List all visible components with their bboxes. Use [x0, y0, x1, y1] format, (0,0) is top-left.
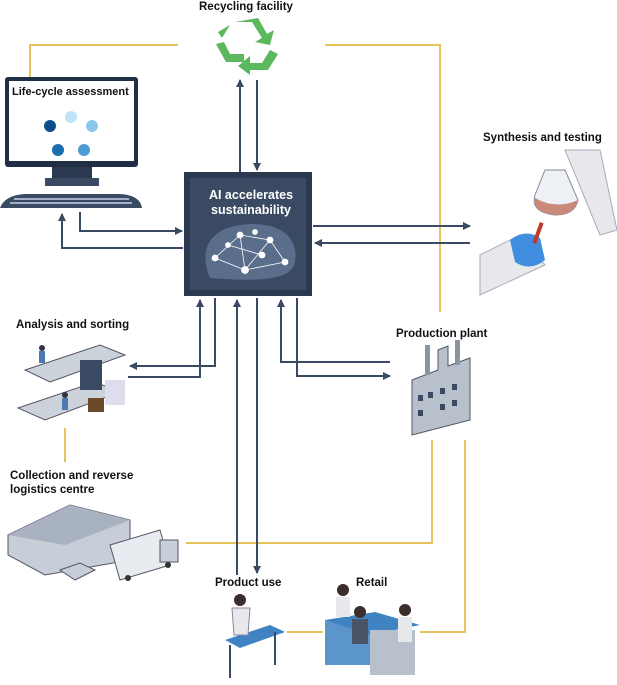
- recycle-icon: [216, 18, 278, 75]
- computer-monitor-icon: [0, 77, 142, 208]
- factory-icon: [411, 340, 471, 436]
- ai-center-box: [184, 172, 312, 296]
- lab-flask-icon: [479, 149, 617, 296]
- label-retail: Retail: [356, 577, 388, 589]
- label-analysis-and-sorting: Analysis and sorting: [16, 319, 130, 331]
- material-cycle-lines: [29, 44, 466, 633]
- person-table-icon: [225, 594, 285, 678]
- label-life-cycle-assessment: Life-cycle assessment: [12, 86, 129, 98]
- label-recycling-facility: Recycling facility: [199, 1, 293, 13]
- sorting-conveyor-icon: [16, 344, 127, 421]
- label-production-plant: Production plant: [396, 328, 488, 340]
- warehouse-truck-icon: [7, 504, 179, 581]
- center-title: AI accelerates sustainability: [208, 188, 294, 217]
- data-flow-arrows: [58, 79, 471, 575]
- label-product-use: Product use: [215, 577, 282, 589]
- retail-people-icon: [325, 584, 420, 675]
- label-collection-centre: Collection and reverse logistics centre: [10, 470, 134, 496]
- label-synthesis-and-testing: Synthesis and testing: [483, 132, 602, 144]
